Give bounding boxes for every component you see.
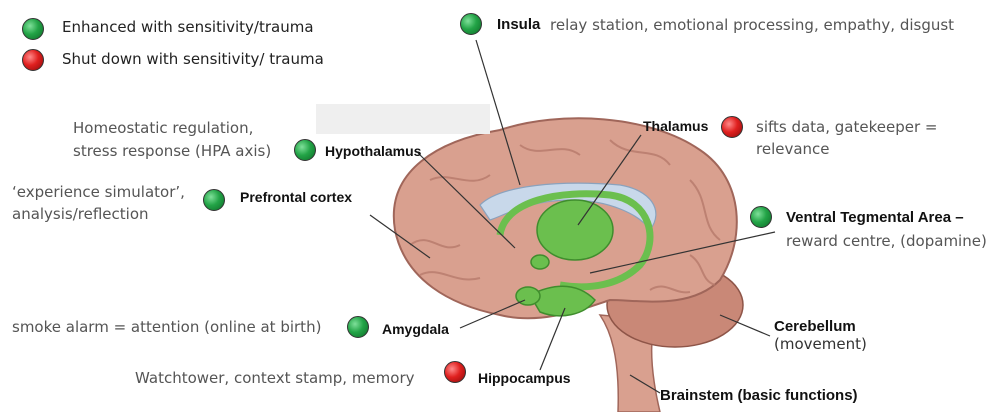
thalamus-desc-1: sifts data, gatekeeper = <box>756 117 937 137</box>
legend-enhanced-dot <box>22 18 44 40</box>
legend-enhanced-label: Enhanced with sensitivity/trauma <box>62 18 314 36</box>
brainstem-label: Brainstem (basic functions) <box>660 387 858 404</box>
hippocampus-status-dot <box>444 361 466 383</box>
hypothalamus-status-dot <box>294 139 316 161</box>
vta-status-dot <box>750 206 772 228</box>
vta-label: Ventral Tegmental Area – <box>786 209 964 226</box>
amygdala-status-dot <box>347 316 369 338</box>
hypothalamus-desc-1: Homeostatic regulation, <box>73 118 253 138</box>
legend-shutdown-dot <box>22 49 44 71</box>
prefrontal-status-dot <box>203 189 225 211</box>
insula-status-dot <box>460 13 482 35</box>
thalamus-status-dot <box>721 116 743 138</box>
insula-label: Insula <box>497 16 540 33</box>
prefrontal-label: Prefrontal cortex <box>240 189 352 205</box>
cerebellum-label: Cerebellum <box>774 318 856 335</box>
redaction-box <box>316 104 490 134</box>
hypothalamus-label: Hypothalamus <box>325 143 421 159</box>
prefrontal-desc-1: ‘experience simulator’, <box>12 182 185 202</box>
hippocampus-desc: Watchtower, context stamp, memory <box>135 368 415 388</box>
thalamus-label: Thalamus <box>643 118 708 134</box>
hippocampus-label: Hippocampus <box>478 370 571 386</box>
cerebellum-desc: (movement) <box>774 334 867 354</box>
hypothalamus-shape <box>531 255 549 269</box>
thalamus-shape <box>537 200 613 260</box>
amygdala-label: Amygdala <box>382 321 449 337</box>
insula-desc: relay station, emotional processing, emp… <box>550 15 954 35</box>
vta-desc: reward centre, (dopamine) <box>786 231 987 251</box>
amygdala-desc: smoke alarm = attention (online at birth… <box>12 317 321 337</box>
legend-shutdown-label: Shut down with sensitivity/ trauma <box>62 50 324 68</box>
hypothalamus-desc-2: stress response (HPA axis) <box>73 141 271 161</box>
thalamus-desc-2: relevance <box>756 139 830 159</box>
prefrontal-desc-2: analysis/reflection <box>12 204 149 224</box>
